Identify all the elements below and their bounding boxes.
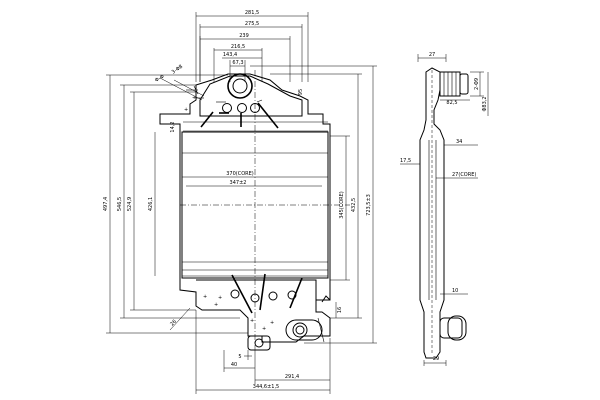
dim-497-4: 497,4 (103, 197, 109, 211)
label-95: 95 (298, 89, 304, 95)
top-inlet-pipe (227, 73, 253, 99)
dim-5: 5 (238, 354, 241, 360)
core-width-tol-label: 347±2 (230, 180, 247, 186)
hole-mark (256, 99, 263, 103)
label-26: 26 (169, 319, 178, 328)
leader-line (169, 307, 191, 331)
side-top-pipe (439, 71, 461, 97)
svg-text:+: + (218, 295, 222, 301)
bracket-right (257, 102, 279, 129)
dim-216-5: 216,5 (231, 44, 245, 50)
bottom-header-outline (196, 279, 317, 300)
side-dim-27-core: 27(CORE) (452, 172, 476, 178)
svg-text:+: + (250, 318, 254, 324)
label-16: 16 (337, 307, 343, 313)
dim-67-3: 67,3 (232, 60, 243, 66)
dim-344-6: 344,6±1,5 (253, 384, 279, 390)
drain-fitting-hole (254, 338, 264, 348)
top-inlet-bore (232, 78, 248, 94)
bottom-outlet-inner (295, 325, 305, 335)
core-width-label: 370(CORE) (226, 171, 254, 177)
mount-hole (222, 103, 232, 113)
side-dim-17-5: 17,5 (400, 158, 411, 164)
side-dim-2-phi9: 2-Φ9 (474, 78, 480, 90)
bottom-outlet-bore (292, 322, 308, 338)
mount-hole (237, 103, 247, 113)
leader-line (173, 79, 205, 97)
side-dim-82-5: 82,5 (446, 100, 457, 106)
side-dim-10: 10 (452, 288, 458, 294)
bottom-outlet-pipe (285, 319, 323, 341)
svg-text:+: + (184, 107, 188, 113)
dim-143-4: 143,4 (223, 52, 237, 58)
side-dim-phi83: Φ83,2 (482, 96, 488, 111)
side-bottom-pipe-end (447, 315, 467, 341)
bottom-mount-hole (230, 289, 240, 299)
bottom-mount-hole (287, 290, 297, 300)
dim-524-9: 524,9 (127, 197, 133, 211)
front-view: 281,5 275,5 239 216,5 143,4 67,3 + + (103, 10, 377, 394)
svg-text:+: + (214, 302, 218, 308)
bottom-mount-hole (268, 291, 278, 301)
dim-239: 239 (239, 33, 249, 39)
side-dim-27: 27 (429, 52, 435, 58)
dim-432-5: 432,5 (351, 198, 357, 212)
bottom-bracket-left (231, 274, 253, 314)
svg-text:+: + (262, 326, 266, 332)
side-top-pipe-end (459, 73, 469, 95)
dim-14-2: 14,2 (170, 121, 176, 132)
drain-fitting (247, 335, 271, 351)
dim-723-5: 723,5±3 (366, 194, 372, 216)
dim-345-core: 345(CORE) (339, 191, 345, 219)
bottom-markers: + + + + + + (203, 294, 274, 332)
svg-text:+: + (270, 320, 274, 326)
bracket-left (200, 111, 214, 128)
dim-40: 40 (231, 362, 237, 368)
top-header-tank (199, 75, 303, 117)
bottom-bracket-mid (259, 273, 266, 311)
dim-281-5: 281,5 (245, 10, 259, 16)
dim-291-4: 291,4 (285, 374, 299, 380)
side-bottom-pipe (439, 317, 463, 339)
svg-text:+: + (203, 294, 207, 300)
side-view: 27 2-Φ9 Φ83,2 82,5 34 17,5 27(CORE) (400, 52, 489, 366)
outlet-lip (321, 295, 331, 303)
leader-line (159, 77, 203, 101)
dim-546-5: 546,5 (117, 197, 123, 211)
dim-275-5: 275,5 (245, 21, 259, 27)
svg-text:+: + (192, 95, 196, 101)
outlet-flange (317, 317, 325, 343)
side-dim-34: 34 (456, 139, 462, 145)
side-profile-body (419, 67, 445, 359)
bottom-mount-hole (250, 293, 260, 303)
side-dim-29: 29 (433, 356, 439, 362)
label-phi: Φ-Φ (154, 74, 165, 84)
label-3-phi8: 3-Φ8 (171, 64, 184, 76)
dim-426-1: 426,1 (148, 197, 154, 211)
mounting-plate-outline (159, 73, 331, 343)
